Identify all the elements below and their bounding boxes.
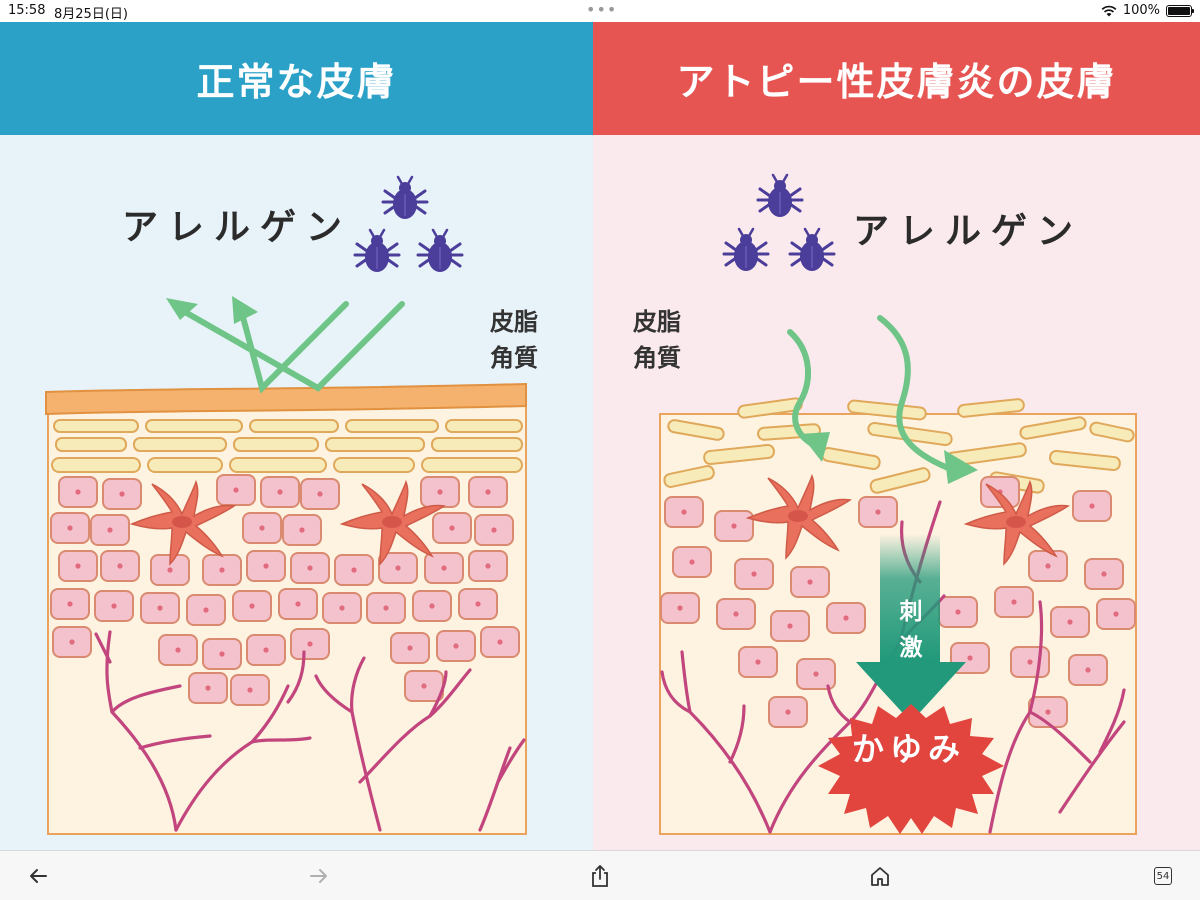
normal-skin-block (45, 175, 527, 835)
status-time: 15:58 (8, 3, 46, 18)
stimulus-arrow (856, 534, 966, 722)
stimulus-char-2: 激 (899, 635, 923, 661)
battery-percent: 100% (1122, 3, 1160, 18)
penetration-arrows-right (787, 315, 978, 484)
mite-icon (756, 173, 804, 219)
keratin-label-left: 角質 (490, 344, 538, 372)
tab-count: 54 (1154, 867, 1172, 885)
tabs-button[interactable]: 54 (1150, 863, 1176, 889)
keratin-label-right: 角質 (633, 344, 681, 372)
stimulus-label: 刺 激 (896, 594, 926, 666)
sebum-label-right: 皮脂 (633, 308, 681, 336)
normal-skin-header: 正常な皮膚 (0, 22, 593, 135)
nerve-fibers-left (94, 630, 526, 832)
itch-label: かゆみ (852, 730, 967, 768)
sebum-keratin-label-left: 皮脂 角質 (490, 304, 538, 376)
wifi-icon (1101, 5, 1117, 16)
share-icon[interactable] (587, 863, 613, 889)
mite-icon (788, 227, 836, 273)
sebum-layer-left (45, 382, 527, 416)
atopic-skin-block (659, 173, 1137, 835)
bounce-arrows-left (166, 296, 405, 394)
skin-illustration (45, 173, 1137, 835)
forward-arrow-icon[interactable] (306, 863, 332, 889)
status-date: 8月25日(日) (54, 7, 128, 22)
allergen-label-left: アレルゲン (122, 207, 353, 248)
mite-icon (353, 228, 401, 274)
atopic-skin-title: アトピー性皮膚炎の皮膚 (676, 60, 1117, 104)
battery-icon (1166, 4, 1194, 17)
itch-burst (818, 704, 1004, 834)
sebum-keratin-label-right: 皮脂 角質 (633, 304, 681, 376)
back-arrow-icon[interactable] (25, 863, 51, 889)
status-bar: 15:58 8月25日(日) ••• 100% (0, 0, 1200, 22)
stimulus-char-1: 刺 (899, 599, 923, 625)
normal-skin-title: 正常な皮膚 (196, 60, 397, 104)
atopic-skin-header: アトピー性皮膚炎の皮膚 (593, 22, 1200, 135)
figure: 正常な皮膚 アレルゲン 皮脂 角質 アトピー性皮膚炎の皮膚 アレルゲン 皮脂 角… (0, 22, 1200, 850)
browser-toolbar: 54 (0, 850, 1200, 900)
sebum-label-left: 皮脂 (490, 308, 538, 336)
mite-icon (722, 227, 770, 273)
status-right: 100% (1101, 3, 1194, 18)
home-icon[interactable] (867, 863, 893, 889)
mites-left (353, 175, 464, 274)
corneocyte-rows-left (51, 419, 523, 473)
allergen-label-right: アレルゲン (853, 211, 1084, 252)
corneocyte-broken-right (663, 397, 1135, 494)
mite-icon (381, 175, 429, 221)
multitask-dots-icon[interactable]: ••• (586, 0, 618, 19)
mite-icon (416, 228, 464, 274)
mites-right (722, 173, 836, 273)
